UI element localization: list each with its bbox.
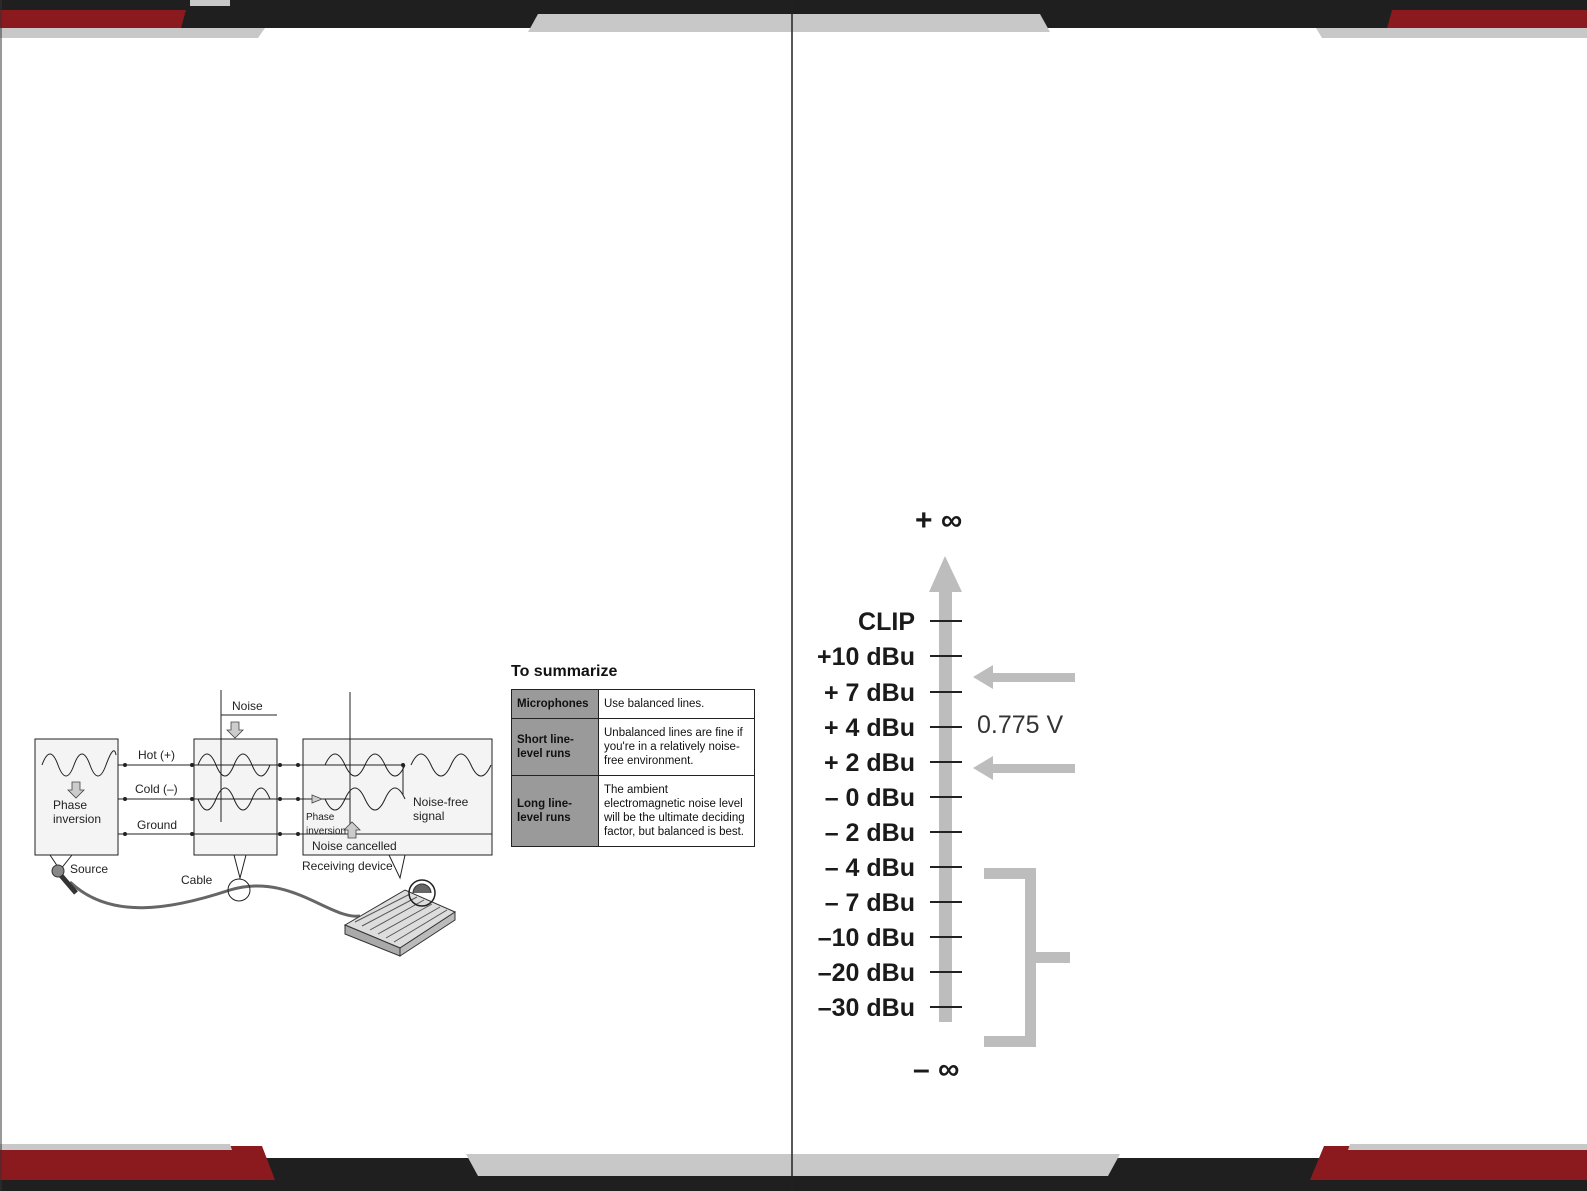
level-label: + 7 dBu [824, 679, 915, 707]
recv-cold-wave [324, 787, 406, 811]
noise-free-label-2: signal [413, 809, 444, 823]
level-label: + 4 dBu [824, 714, 915, 742]
top-left-light-notch [190, 0, 230, 6]
ground-label: Ground [137, 818, 177, 832]
top-dark-band [0, 0, 1587, 6]
cable-box [193, 738, 278, 856]
plus-infinity-label: + ∞ [915, 504, 962, 537]
bottom-right-red [1310, 1146, 1587, 1180]
level-label: CLIP [858, 608, 915, 636]
bottom-left-red [0, 1146, 275, 1180]
level-label: – 4 dBu [825, 854, 915, 882]
receiver-pointer [388, 854, 406, 880]
receiving-box [302, 738, 493, 856]
source-label: Source [70, 862, 108, 876]
level-label: – 2 dBu [825, 819, 915, 847]
mixer-icon [343, 879, 457, 957]
minus-infinity-label: – ∞ [913, 1053, 959, 1086]
bottom-right-gray [1348, 1144, 1587, 1150]
noise-down-arrow [226, 721, 244, 739]
level-label: –30 dBu [818, 994, 915, 1022]
cable-label: Cable [181, 873, 213, 887]
phase-inversion-label-1: Phase [53, 798, 87, 812]
level-label: – 0 dBu [825, 784, 915, 812]
table-row: Short line-level runs Unbalanced lines a… [511, 718, 755, 776]
top-center-gray [528, 14, 1050, 32]
summary-title: To summarize [511, 663, 618, 680]
hot-label: Hot (+) [138, 748, 175, 762]
cable-cold-wave [197, 787, 271, 811]
level-label: – 7 dBu [825, 889, 915, 917]
voltage-label: 0.775 V [977, 711, 1064, 739]
microphone-icon [51, 864, 78, 895]
summary-table: Microphones Use balanced lines. Short li… [511, 689, 755, 847]
phase-down-arrow [67, 781, 85, 799]
bottom-center-gray [466, 1154, 1120, 1176]
range-arrows [973, 665, 1075, 780]
level-label: +10 dBu [817, 643, 915, 671]
level-label: –20 dBu [818, 959, 915, 987]
summary-section: To summarize Microphones Use balanced li… [511, 663, 755, 847]
scale-arrowhead [929, 556, 962, 592]
cable-pointer [233, 854, 247, 880]
output-wave [410, 753, 492, 777]
receiving-label: Receiving device [302, 859, 393, 873]
source-hot-wave [41, 750, 117, 777]
phase-up-arrow [343, 821, 361, 839]
noise-cancelled-label: Noise cancelled [312, 839, 397, 853]
cable-hot-wave [197, 753, 271, 777]
bottom-left-gray [0, 1144, 232, 1150]
summary-key: Microphones [511, 689, 599, 719]
level-label: –10 dBu [818, 924, 915, 952]
cable-curve [68, 880, 361, 918]
phase-inversion-label-2: inversion [53, 812, 101, 826]
summary-value: Use balanced lines. [598, 689, 755, 719]
noise-label: Noise [232, 699, 263, 713]
top-left-gray [0, 28, 265, 38]
recv-hot-wave [324, 753, 406, 777]
level-label: + 2 dBu [824, 749, 915, 777]
table-row: Microphones Use balanced lines. [511, 689, 755, 719]
range-bracket [984, 868, 1070, 1047]
top-right-gray [1316, 28, 1587, 38]
summary-value: The ambient electromagnetic noise level … [598, 775, 755, 847]
cable-zoom-circle [227, 878, 251, 902]
phase-inversion-small-1: Phase [306, 812, 335, 823]
summary-key: Short line-level runs [511, 718, 599, 776]
table-row: Long line-level runs The ambient electro… [511, 775, 755, 847]
summary-key: Long line-level runs [511, 775, 599, 847]
noise-free-label-1: Noise-free [413, 795, 469, 809]
top-left-red [0, 10, 186, 32]
inversion-arrow [311, 794, 324, 804]
scale-ticks [930, 620, 962, 1008]
cold-label: Cold (–) [135, 782, 178, 796]
top-right-red [1386, 10, 1587, 32]
summary-value: Unbalanced lines are fine if you're in a… [598, 718, 755, 776]
phase-inversion-small-2: inversion [306, 826, 346, 837]
scale-shaft [939, 590, 952, 1022]
